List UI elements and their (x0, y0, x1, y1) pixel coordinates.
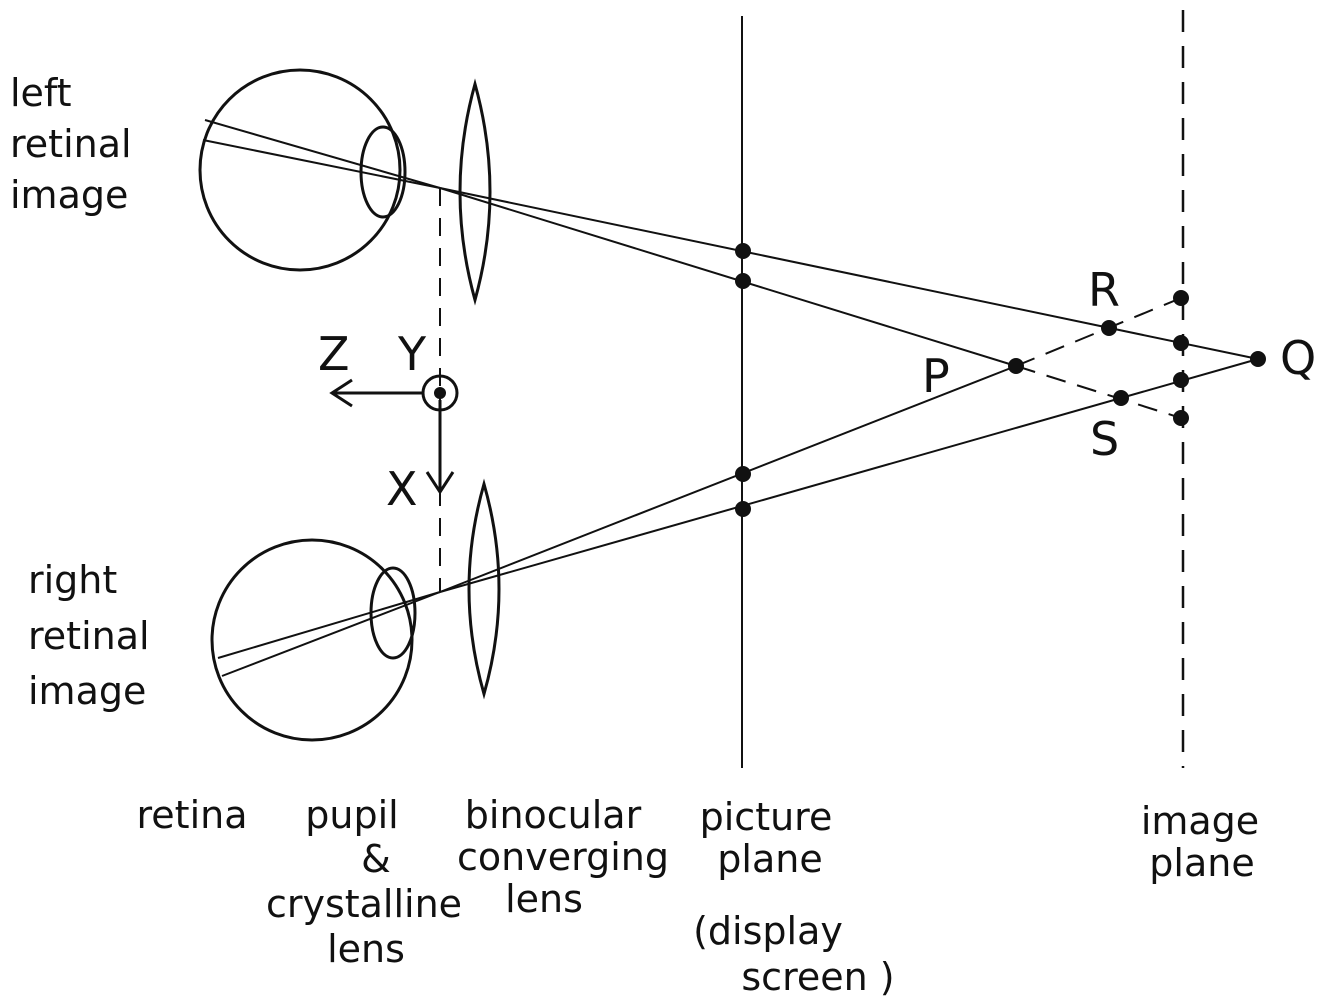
image-plane-point-4 (1173, 410, 1189, 426)
svg-text:retinal: retinal (28, 614, 150, 658)
picture-plane-point-2 (735, 273, 751, 289)
svg-text:converging: converging (457, 835, 669, 879)
svg-text:lens: lens (505, 877, 583, 921)
left-ray-to-p (439, 187, 1017, 367)
image-plane-point-2 (1173, 335, 1189, 351)
point-r (1101, 320, 1117, 336)
label-p: P (922, 349, 950, 403)
svg-text:screen ): screen ) (741, 955, 894, 999)
z-axis-label: Z (318, 327, 350, 381)
label-r: R (1088, 263, 1120, 317)
dashed-p-to-s (1015, 365, 1182, 419)
label-q: Q (1280, 331, 1316, 385)
left-ray-inner-b (202, 139, 441, 189)
right-ray-inner-a (217, 591, 441, 659)
image-plane-point-1 (1173, 290, 1189, 306)
picture-plane-point-1 (735, 243, 751, 259)
svg-text:left: left (10, 71, 72, 115)
image-plane-point-3 (1173, 372, 1189, 388)
binocular-converging-lens-label: binocular converging lens (457, 793, 669, 921)
z-arrowhead-icon (329, 378, 353, 408)
left-ray-to-q (439, 187, 1259, 360)
svg-text:picture: picture (700, 795, 833, 839)
left-retinal-image-label: left retinal image (10, 71, 132, 217)
picture-plane-point-3 (735, 466, 751, 482)
point-q (1250, 351, 1266, 367)
label-s: S (1090, 412, 1119, 466)
svg-text:lens: lens (327, 927, 405, 971)
right-ray-inner-b (221, 591, 441, 677)
right-eyeball (210, 538, 414, 742)
svg-text:pupil: pupil (305, 793, 398, 837)
picture-plane-label: picture plane (display screen ) (693, 795, 895, 999)
svg-text:crystalline: crystalline (266, 882, 462, 926)
left-converging-lens (458, 78, 492, 306)
svg-text:image: image (1141, 799, 1259, 843)
y-axis-dot (434, 387, 446, 399)
svg-text:(display: (display (693, 909, 843, 953)
right-retinal-image-label: right retinal image (28, 558, 150, 713)
svg-text:plane: plane (1149, 841, 1254, 885)
right-ray-to-p (439, 365, 1017, 593)
x-axis-label: X (386, 462, 418, 516)
svg-text:retinal: retinal (10, 122, 132, 166)
svg-text:plane: plane (717, 837, 822, 881)
right-converging-lens (467, 478, 501, 700)
left-ray-inner-a (204, 119, 441, 189)
image-plane-label: image plane (1141, 799, 1259, 885)
picture-plane-point-4 (735, 501, 751, 517)
left-eyeball (198, 68, 402, 272)
svg-text:&: & (361, 837, 391, 881)
coordinate-axes (329, 374, 459, 495)
svg-text:binocular: binocular (465, 793, 642, 837)
point-s (1113, 390, 1129, 406)
retina-label: retina (137, 793, 248, 837)
point-p (1008, 358, 1024, 374)
pupil-crystalline-lens-label: pupil & crystalline lens (266, 793, 462, 971)
right-ray-to-q (439, 358, 1259, 593)
svg-text:image: image (10, 173, 128, 217)
x-arrowhead-icon (425, 471, 455, 495)
y-axis-label: Y (397, 327, 427, 381)
svg-text:right: right (28, 558, 117, 602)
svg-text:image: image (28, 669, 146, 713)
